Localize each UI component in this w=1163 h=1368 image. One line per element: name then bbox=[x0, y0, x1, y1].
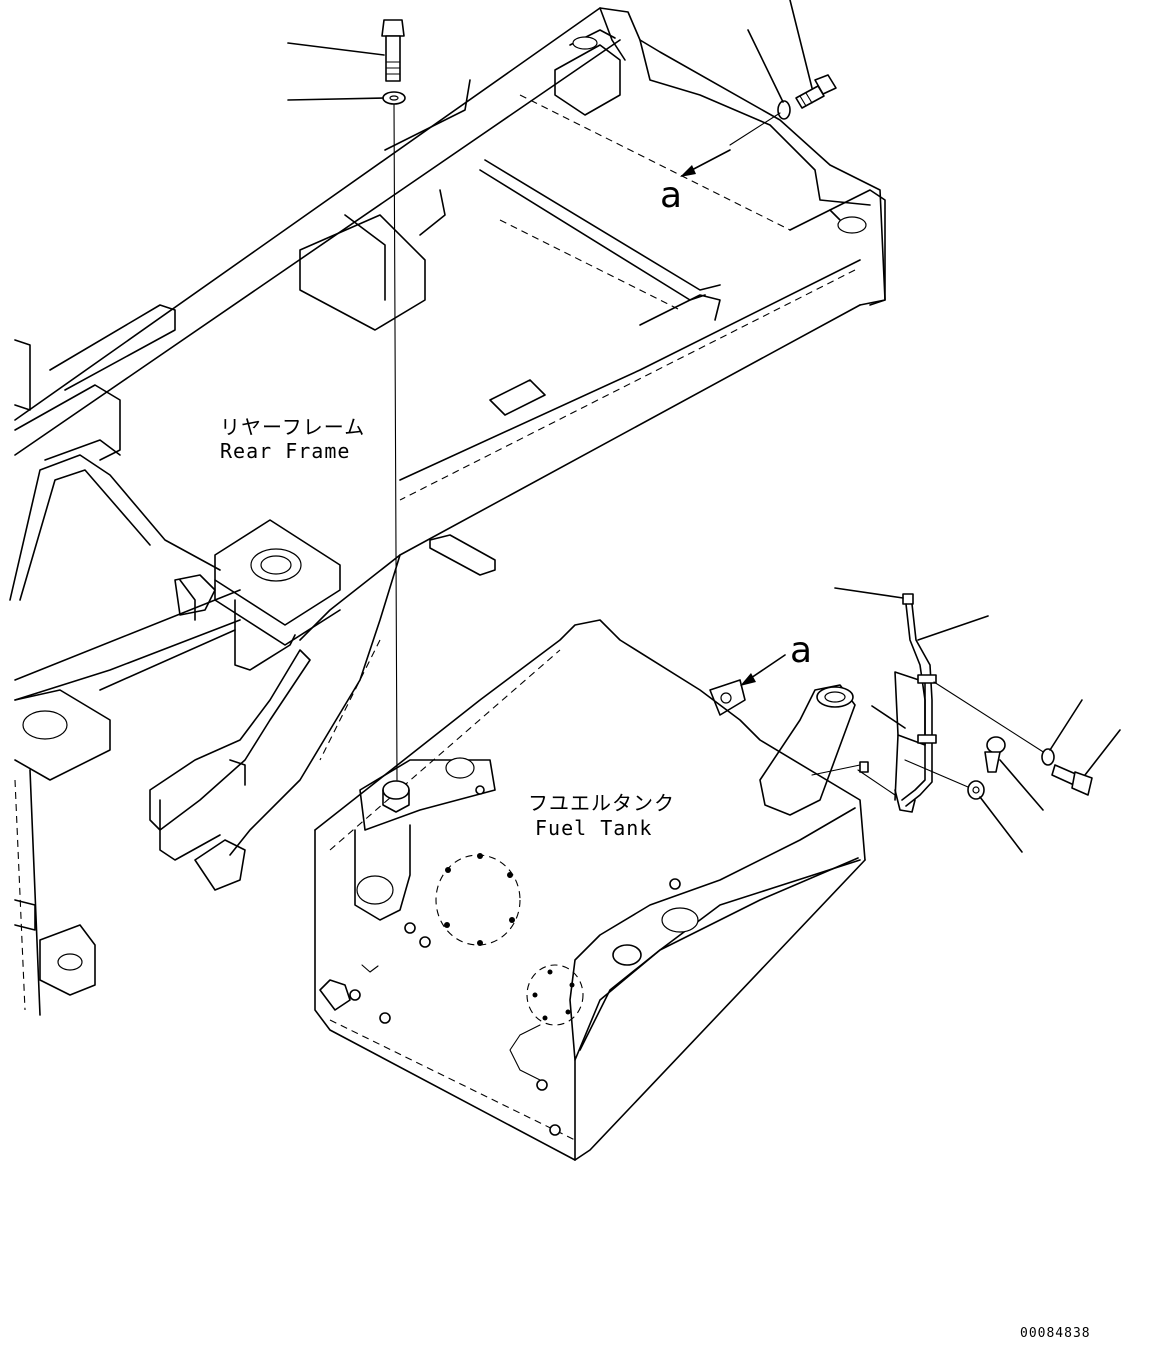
leader-line-middle-washer bbox=[979, 796, 1023, 853]
clip-leader bbox=[811, 764, 866, 776]
upper-right-bolt-icon bbox=[795, 74, 837, 109]
leader-line-upper-bolt bbox=[789, 0, 813, 89]
leader-line-hose bbox=[917, 615, 989, 641]
leader-line-hose-top bbox=[834, 587, 904, 599]
leader-line-bolt bbox=[287, 42, 385, 56]
middle-washer-icon bbox=[967, 780, 985, 800]
fuel-tank-drawing bbox=[314, 619, 866, 1161]
callout-a-bottom: a bbox=[740, 630, 812, 686]
leader-line-bracket bbox=[871, 705, 906, 729]
leader-line-right-bolt bbox=[1084, 729, 1121, 776]
drawing-number: 00084838 bbox=[1020, 1326, 1091, 1341]
callout-a-top: a bbox=[660, 149, 731, 216]
top-bolt-icon bbox=[381, 19, 405, 82]
leader-line-upper-washer bbox=[747, 29, 784, 103]
rear-frame-label-jp: リヤーフレーム bbox=[220, 415, 365, 439]
clip-icon bbox=[859, 761, 869, 773]
right-nut-washer-icon bbox=[1041, 748, 1055, 766]
rear-frame-drawing bbox=[9, 7, 886, 1016]
bolt-axis-line-clip bbox=[857, 769, 896, 796]
callout-a-bottom-label: a bbox=[790, 630, 812, 671]
bolt-axis-line-vertical bbox=[393, 102, 398, 781]
fuel-tank-label-en: Fuel Tank bbox=[535, 816, 652, 840]
middle-bolt-icon bbox=[984, 736, 1006, 773]
right-bolt-icon bbox=[1051, 764, 1093, 796]
rear-frame-label-en: Rear Frame bbox=[220, 439, 350, 463]
bolt-axis-line-hose bbox=[933, 681, 1049, 756]
bolt-axis-line-hose-lower bbox=[904, 759, 976, 791]
callout-a-top-label: a bbox=[660, 175, 682, 216]
breather-hose-assembly bbox=[894, 593, 937, 813]
leader-line-right-washer bbox=[1049, 699, 1083, 751]
top-washer-icon bbox=[382, 91, 406, 105]
upper-right-washer-icon bbox=[777, 100, 791, 120]
bolt-axis-line-upper bbox=[729, 112, 781, 146]
leader-line-middle-bolt bbox=[999, 759, 1044, 811]
leader-line-washer bbox=[287, 97, 384, 101]
fuel-tank-label-jp: フユエルタンク bbox=[528, 791, 675, 815]
